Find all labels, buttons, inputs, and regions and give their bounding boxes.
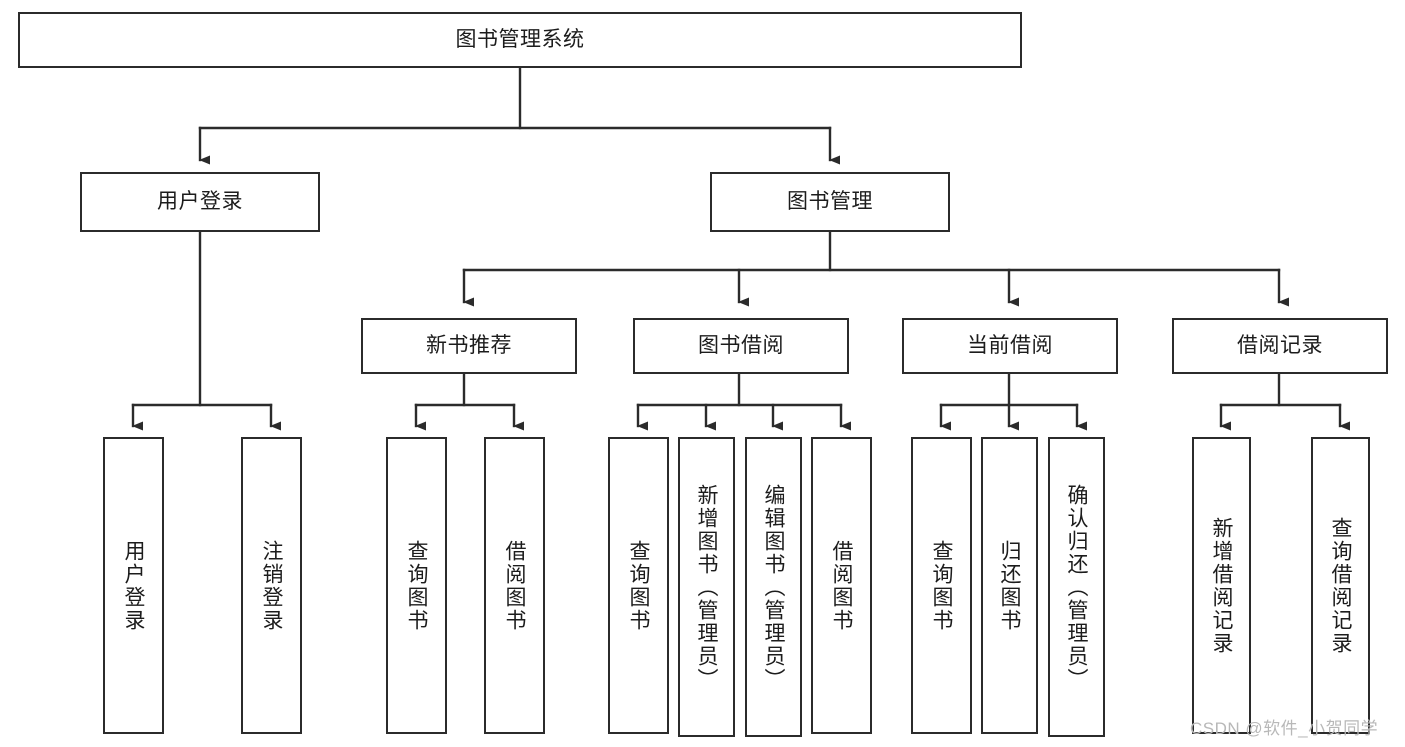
node-new-book-recommend-label: 新书推荐 [426, 333, 512, 357]
node-book-borrow[interactable]: 图书借阅 [633, 318, 849, 374]
node-user-login[interactable]: 用户登录 [80, 172, 320, 232]
leaf-current-confirm-return-label: 确认归还（管理员） [1065, 483, 1088, 691]
leaf-borrow-add-book[interactable]: 新增图书（管理员） [678, 437, 735, 737]
leaf-user-login-signin[interactable]: 用户登录 [103, 437, 164, 734]
node-root-label: 图书管理系统 [455, 27, 585, 51]
node-user-login-label: 用户登录 [157, 189, 243, 213]
node-current-borrow[interactable]: 当前借阅 [902, 318, 1118, 374]
leaf-user-login-signout-label: 注销登录 [260, 539, 283, 632]
node-borrow-records[interactable]: 借阅记录 [1172, 318, 1388, 374]
csdn-watermark: CSDN @软件_小贺同学 [1190, 719, 1379, 738]
leaf-current-query[interactable]: 查询图书 [911, 437, 972, 734]
leaf-new-books-borrow-label: 借阅图书 [503, 539, 526, 632]
leaf-borrow-query[interactable]: 查询图书 [608, 437, 669, 734]
leaf-records-query-label: 查询借阅记录 [1329, 516, 1352, 655]
leaf-borrow-add-book-label: 新增图书（管理员） [695, 483, 718, 691]
node-book-management[interactable]: 图书管理 [710, 172, 950, 232]
leaf-current-return-label: 归还图书 [998, 539, 1021, 632]
node-borrow-records-label: 借阅记录 [1237, 333, 1323, 357]
leaf-current-confirm-return[interactable]: 确认归还（管理员） [1048, 437, 1105, 737]
leaf-records-add[interactable]: 新增借阅记录 [1192, 437, 1251, 734]
leaf-records-query[interactable]: 查询借阅记录 [1311, 437, 1370, 734]
node-new-book-recommend[interactable]: 新书推荐 [361, 318, 577, 374]
leaf-current-query-label: 查询图书 [930, 539, 953, 632]
leaf-user-login-signout[interactable]: 注销登录 [241, 437, 302, 734]
leaf-new-books-query[interactable]: 查询图书 [386, 437, 447, 734]
leaf-borrow-borrow-book[interactable]: 借阅图书 [811, 437, 872, 734]
node-root[interactable]: 图书管理系统 [18, 12, 1022, 68]
node-book-management-label: 图书管理 [787, 189, 873, 213]
leaf-borrow-query-label: 查询图书 [627, 539, 650, 632]
node-current-borrow-label: 当前借阅 [967, 333, 1053, 357]
leaf-borrow-edit-book[interactable]: 编辑图书（管理员） [745, 437, 802, 737]
leaf-new-books-borrow[interactable]: 借阅图书 [484, 437, 545, 734]
node-book-borrow-label: 图书借阅 [698, 333, 784, 357]
leaf-borrow-borrow-book-label: 借阅图书 [830, 539, 853, 632]
leaf-user-login-signin-label: 用户登录 [122, 539, 145, 632]
leaf-records-add-label: 新增借阅记录 [1210, 516, 1233, 655]
leaf-new-books-query-label: 查询图书 [405, 539, 428, 632]
leaf-borrow-edit-book-label: 编辑图书（管理员） [762, 483, 785, 691]
leaf-current-return[interactable]: 归还图书 [981, 437, 1038, 734]
